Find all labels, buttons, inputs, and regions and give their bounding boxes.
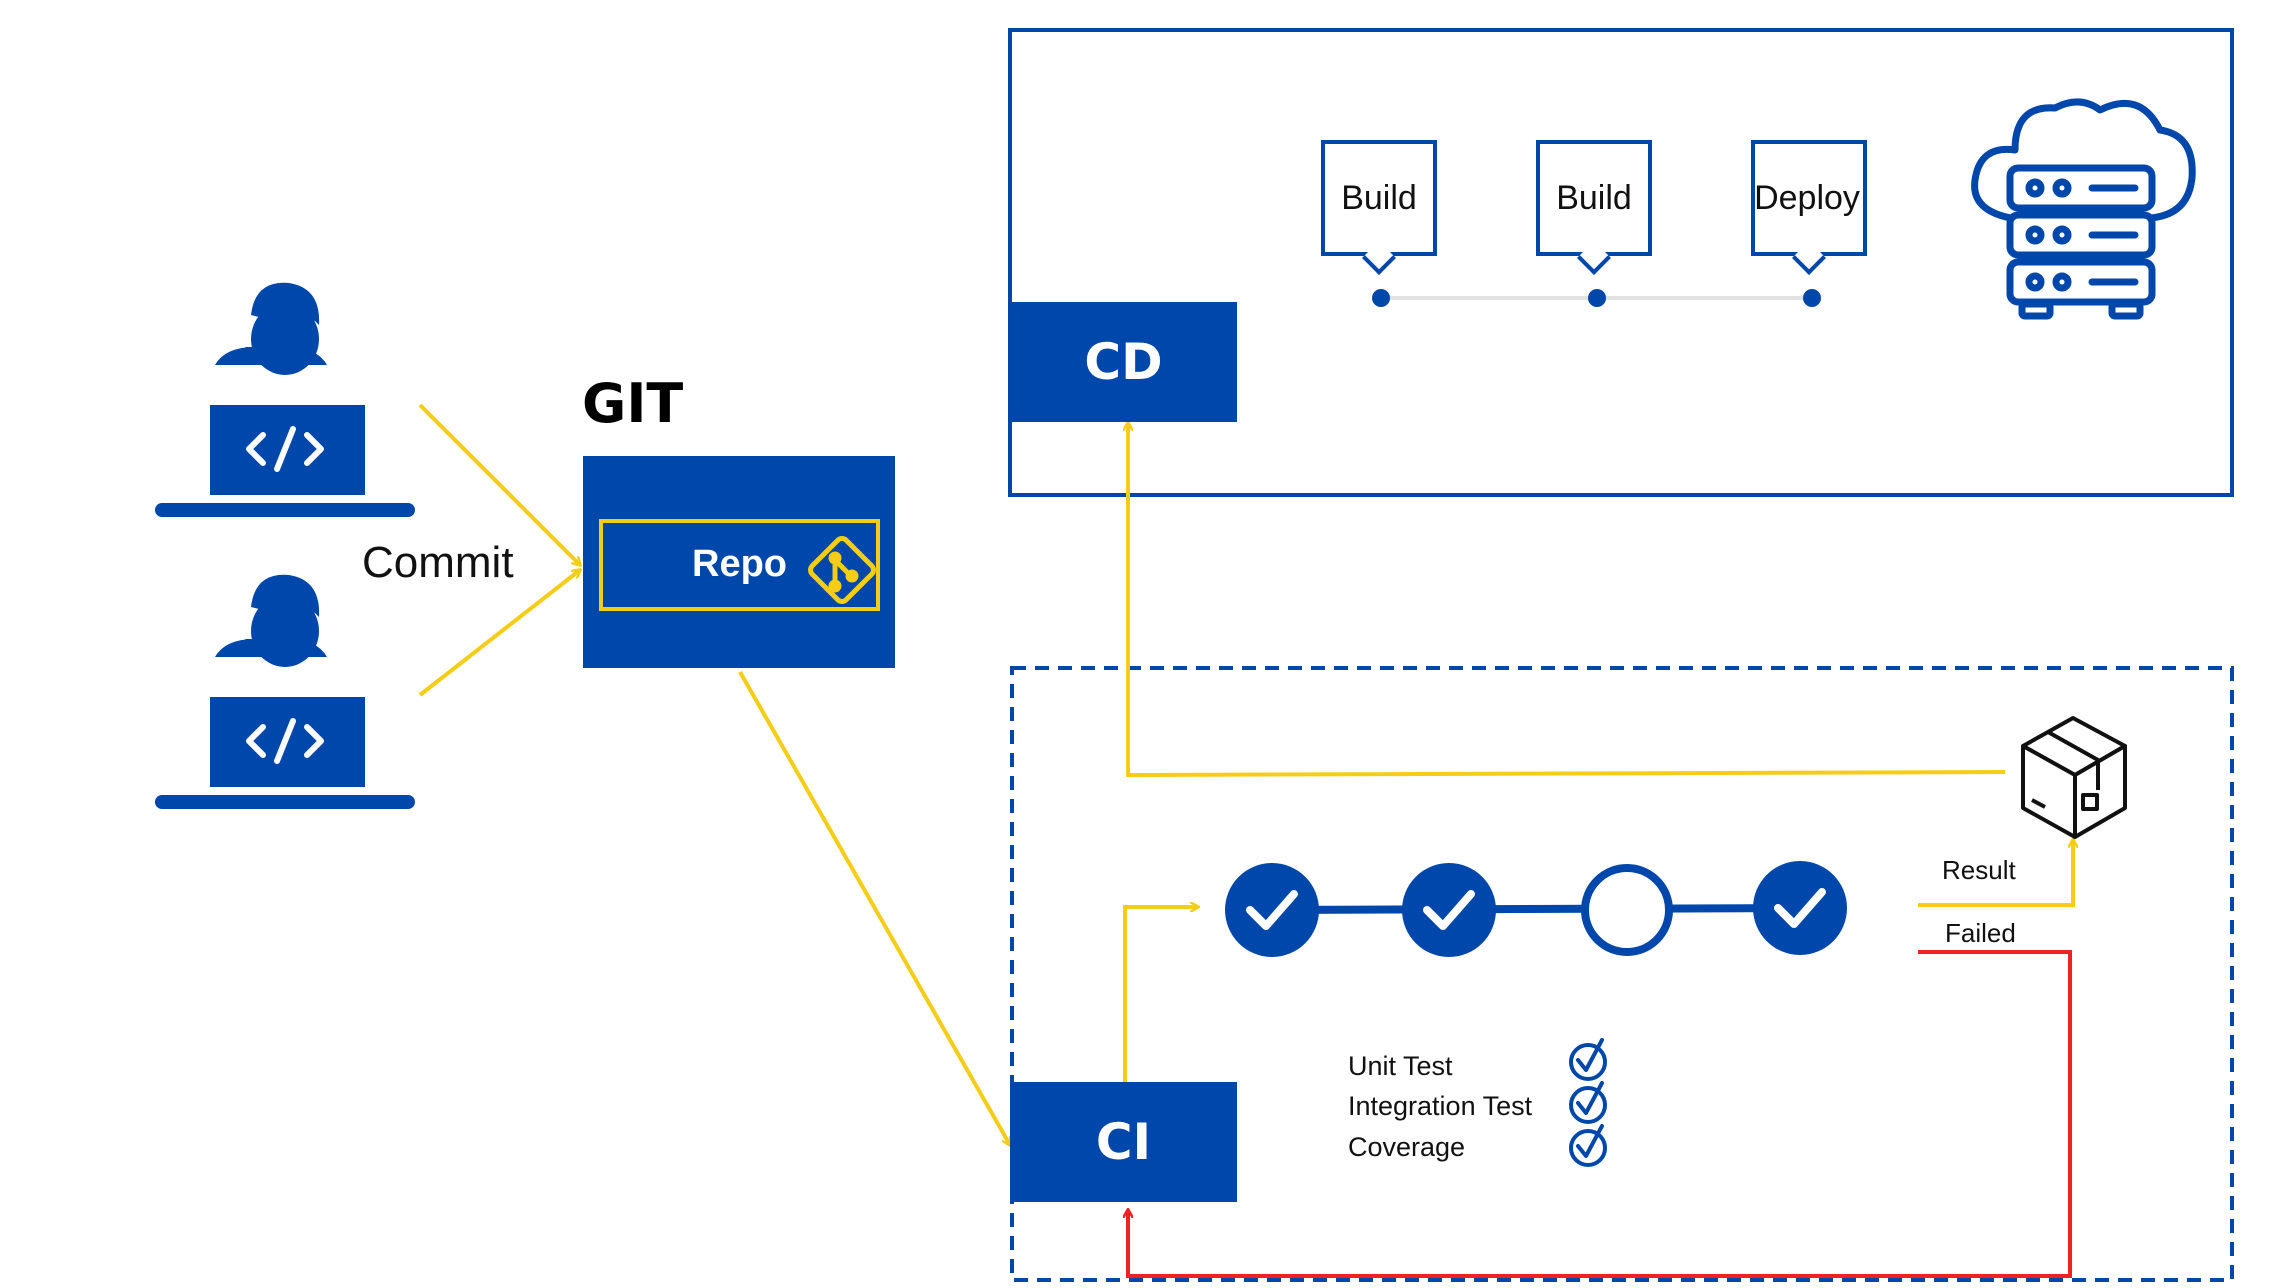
repo-frame xyxy=(599,519,880,611)
package-box-icon xyxy=(2021,716,2127,839)
cd-label: CD xyxy=(1010,302,1237,422)
git-branch-icon xyxy=(808,536,876,604)
check-circle-icon xyxy=(1569,1124,1607,1167)
failed-arrow xyxy=(1128,950,2072,1278)
check-circle-icon xyxy=(1402,863,1496,957)
package-to-cd-arrow xyxy=(1128,423,2006,778)
result-arrow xyxy=(1918,840,2073,907)
commit-label: Commit xyxy=(362,538,514,587)
repo-label: Repo xyxy=(692,543,787,585)
cd-timeline-dot xyxy=(1372,289,1390,307)
git-branch-glyph xyxy=(828,551,859,593)
check-integration-test: Integration Test xyxy=(1348,1091,1533,1121)
git-to-ci-arrow xyxy=(738,671,1010,1145)
check-circle-icon xyxy=(1225,863,1319,957)
pipeline-connector xyxy=(1271,904,1801,914)
developer-laptop-icon xyxy=(155,574,415,809)
result-label: Result xyxy=(1942,855,2016,885)
cd-timeline-dot xyxy=(1803,289,1821,307)
cd-stage-build: Build xyxy=(1321,140,1437,275)
failed-label: Failed xyxy=(1945,918,2016,948)
ci-container xyxy=(1010,666,2234,1282)
check-unit-test: Unit Test xyxy=(1348,1051,1453,1081)
cd-stage-deploy: Deploy xyxy=(1751,140,1867,275)
cloud-server-icon xyxy=(1971,98,2196,320)
cd-stage-build-2: Build xyxy=(1536,140,1652,275)
cd-container xyxy=(1008,28,2234,497)
git-title: GIT xyxy=(582,372,684,435)
ci-to-pipeline-arrow xyxy=(1123,907,1198,1082)
cd-stage-label: Build xyxy=(1556,178,1632,217)
cd-stage-label: Deploy xyxy=(1754,178,1860,217)
pending-step-circle xyxy=(1581,864,1673,956)
commit-arrows xyxy=(418,403,580,697)
cd-timeline-dot xyxy=(1588,289,1606,307)
check-coverage: Coverage xyxy=(1348,1132,1466,1162)
ci-label: CI xyxy=(1010,1082,1237,1202)
cd-stage-label: Build xyxy=(1341,178,1417,217)
check-circle-icon xyxy=(1753,861,1847,955)
developer-laptop-icon xyxy=(155,282,415,517)
git-repo-box xyxy=(583,456,895,668)
check-circle-icon xyxy=(1569,1038,1607,1081)
check-circle-icon xyxy=(1569,1081,1607,1124)
